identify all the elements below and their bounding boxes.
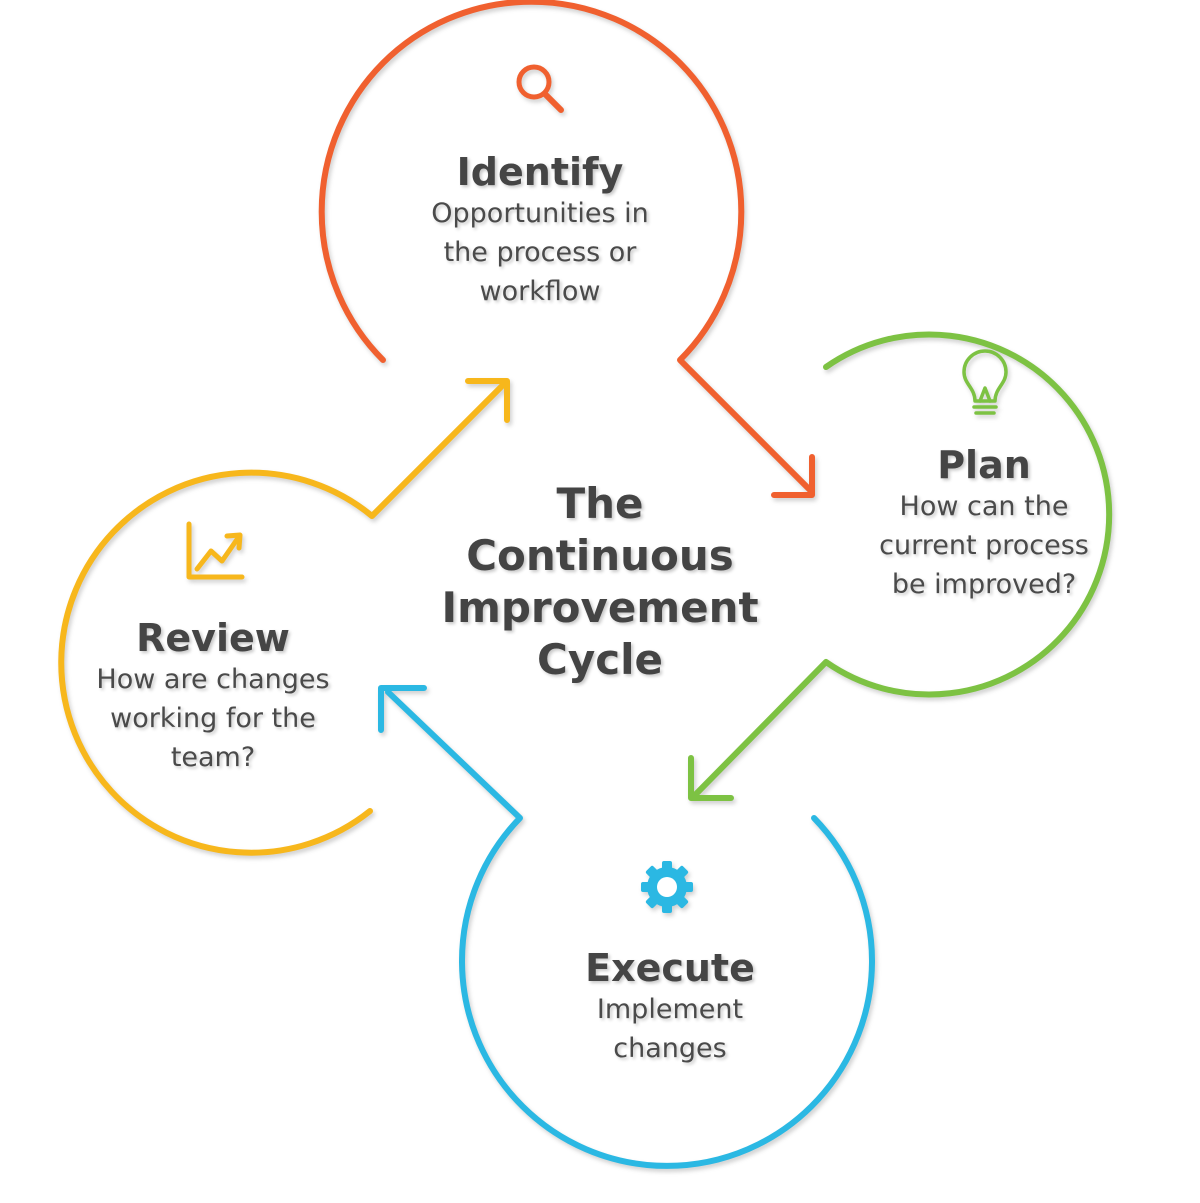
plan-block: Plan How can the current process be impr…	[842, 443, 1126, 604]
execute-loop	[378, 685, 875, 1169]
gear-icon	[641, 861, 693, 913]
identify-ring	[318, 0, 813, 493]
execute-ring	[385, 689, 875, 1169]
trend-chart-icon	[186, 521, 245, 580]
magnifier-icon	[516, 64, 564, 113]
plan-description: How can the current process be improved?	[879, 491, 1089, 600]
execute-description: Implement changes	[596, 994, 744, 1064]
plan-arrowhead	[688, 755, 734, 801]
identify-loop	[318, 0, 815, 498]
center-title-block: The Continuous Improvement Cycle	[400, 478, 800, 686]
review-description: How are changes working for the team?	[96, 664, 330, 773]
review-title: Review	[136, 616, 290, 660]
review-arrowhead	[465, 378, 510, 423]
review-loop	[58, 378, 510, 856]
identify-title: Identify	[456, 150, 624, 194]
center-title: The Continuous Improvement Cycle	[441, 479, 759, 684]
plan-title: Plan	[937, 443, 1031, 487]
identify-description: Opportunities in the process or workflow	[431, 198, 649, 307]
lightbulb-icon	[962, 349, 1008, 415]
execute-block: Execute Implement changes	[530, 946, 810, 1068]
plan-loop	[688, 331, 1113, 801]
plan-ring	[693, 331, 1113, 797]
review-ring	[58, 381, 507, 856]
identify-arrowhead	[771, 454, 815, 498]
review-block: Review How are changes working for the t…	[60, 616, 366, 777]
identify-block: Identify Opportunities in the process or…	[380, 150, 700, 311]
execute-arrowhead	[378, 685, 427, 733]
execute-title: Execute	[585, 946, 755, 990]
